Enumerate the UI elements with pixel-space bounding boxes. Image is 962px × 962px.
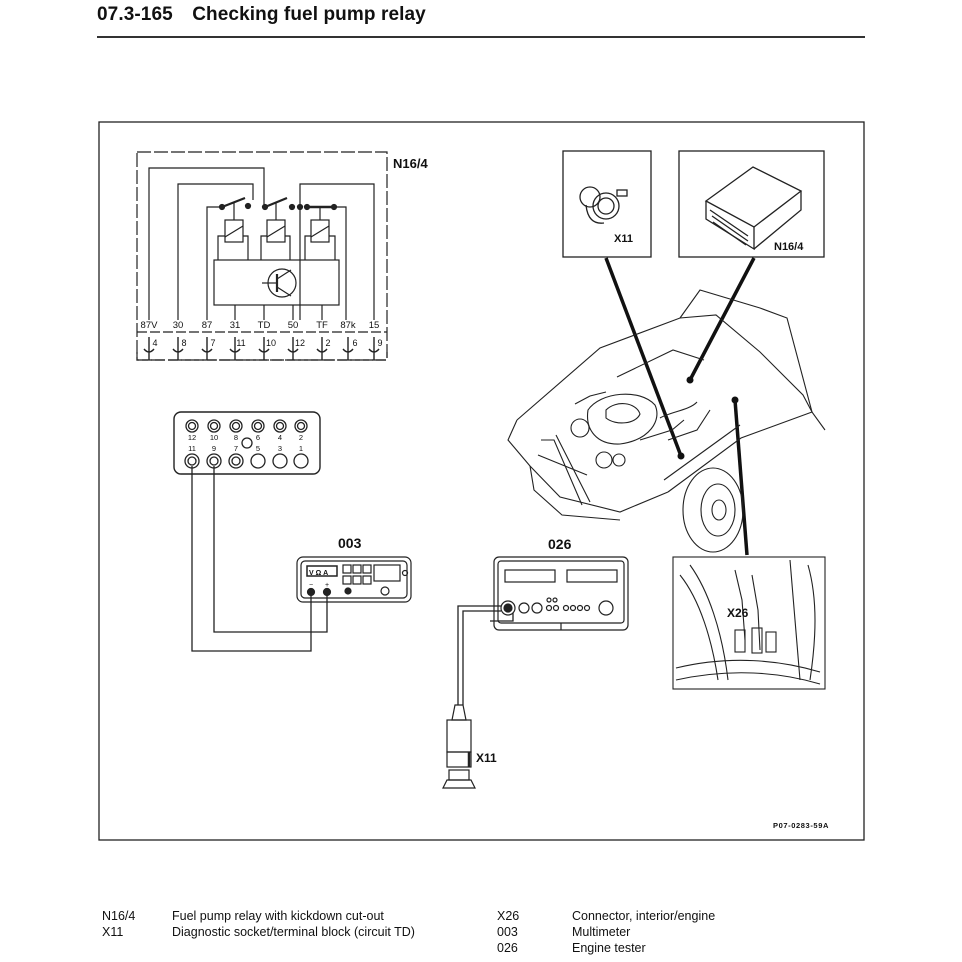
legend-code: X26 — [497, 909, 520, 923]
socket-number: 3 — [278, 444, 282, 453]
terminal-name: 87 — [202, 320, 213, 331]
socket-number: 7 — [234, 444, 238, 453]
relay-terminals: 87V 4 30 8 87 7 31 11 TD 10 50 12 TF 2 8… — [141, 320, 383, 348]
pointer-dot — [731, 396, 739, 404]
socket-number: 10 — [210, 433, 218, 442]
terminal-name: TF — [316, 320, 328, 331]
legend-item: N16/4 Fuel pump relay with kickdown cut-… — [102, 908, 415, 924]
relay-terminal: 50 12 — [288, 320, 305, 348]
relay-terminal: 87 7 — [202, 320, 216, 348]
engine-tester-label: 026 — [548, 536, 572, 552]
terminal-name: 87V — [141, 320, 159, 331]
x11-plug — [442, 704, 476, 789]
relay-terminal: 87V 4 — [141, 320, 159, 348]
figure-frame — [98, 121, 865, 841]
terminal-pin: 11 — [236, 338, 245, 348]
plug-label: X11 — [476, 751, 497, 765]
legend-description: Connector, interior/engine — [572, 909, 716, 923]
relay-terminal: 87k 6 — [340, 320, 357, 348]
legend-item: X11 Diagnostic socket/terminal block (ci… — [102, 924, 415, 940]
socket-number: 2 — [299, 433, 303, 442]
terminal-name: 31 — [230, 320, 241, 331]
page-title: Checking fuel pump relay — [192, 4, 426, 25]
terminal-pin: 9 — [377, 338, 382, 348]
section-number: 07.3-165 — [97, 4, 173, 25]
legend-right: X26 Connector, interior/engine 003 Multi… — [497, 908, 715, 956]
relay-terminal: TF 2 — [316, 320, 330, 348]
terminal-pin: 4 — [152, 338, 157, 348]
legend-description: Multimeter — [572, 925, 631, 939]
socket-number: 9 — [212, 444, 216, 453]
legend-item: 026 Engine tester — [497, 940, 715, 956]
relay-terminal: 30 8 — [173, 320, 187, 348]
relay-terminal: TD 10 — [258, 320, 276, 348]
relay-pin-symbols — [143, 337, 380, 360]
page-header: 07.3-165 Checking fuel pump relay — [97, 4, 426, 26]
terminal-name: 50 — [288, 320, 299, 331]
legend-code: 003 — [497, 925, 518, 939]
engine-tester — [493, 556, 629, 631]
socket-number: 4 — [278, 433, 282, 442]
relay-label: N16/4 — [393, 156, 428, 171]
terminal-name: 15 — [369, 320, 380, 331]
header-divider — [97, 36, 865, 38]
pointer-lines — [604, 257, 756, 556]
terminal-pin: 12 — [295, 338, 305, 348]
relay-terminal: 31 11 — [230, 320, 246, 348]
pointer-dot — [677, 452, 685, 460]
inset-x26 — [672, 556, 826, 690]
legend-left: N16/4 Fuel pump relay with kickdown cut-… — [102, 908, 415, 940]
socket-number: 12 — [188, 433, 196, 442]
legend-code: X11 — [102, 925, 124, 939]
socket-number: 11 — [188, 444, 196, 453]
test-leads — [191, 466, 328, 652]
diagnostic-cable — [457, 605, 514, 705]
socket-number: 1 — [299, 444, 303, 453]
socket-number: 6 — [256, 433, 260, 442]
terminal-pin: 8 — [181, 338, 186, 348]
inset-x26-label: X26 — [727, 606, 749, 620]
legend-description: Fuel pump relay with kickdown cut-out — [172, 909, 384, 923]
terminal-name: 87k — [340, 320, 356, 331]
terminal-block: 12 10 8 6 4 2 11 9 7 5 3 1 — [173, 411, 321, 475]
multimeter — [296, 556, 412, 603]
multimeter-minus: − — [309, 582, 313, 589]
legend-description: Engine tester — [572, 941, 646, 955]
terminal-pin: 2 — [325, 338, 330, 348]
multimeter-plus: + — [325, 582, 329, 589]
socket-number: 5 — [256, 444, 260, 453]
inset-x11 — [562, 150, 652, 258]
terminal-pin: 7 — [210, 338, 215, 348]
terminal-pin: 6 — [352, 338, 357, 348]
legend-item: 003 Multimeter — [497, 924, 715, 940]
terminal-pin: 10 — [266, 338, 276, 348]
relay-terminal: 15 9 — [369, 320, 383, 348]
figure-code: P07-0283-59A — [773, 821, 829, 830]
multimeter-display: V Ω A — [309, 570, 328, 577]
terminal-name: 30 — [173, 320, 184, 331]
inset-n164-label: N16/4 — [774, 241, 804, 253]
car-illustration — [507, 289, 826, 553]
legend-code: 026 — [497, 941, 518, 955]
inset-n164 — [678, 150, 825, 258]
multimeter-label: 003 — [338, 535, 362, 551]
legend-description: Diagnostic socket/terminal block (circui… — [172, 925, 415, 939]
socket-number: 8 — [234, 433, 238, 442]
legend-item: X26 Connector, interior/engine — [497, 908, 715, 924]
legend-code: N16/4 — [102, 909, 136, 923]
terminal-name: TD — [258, 320, 271, 331]
relay-schematic — [136, 151, 388, 361]
pointer-dot — [686, 376, 694, 384]
inset-x11-label: X11 — [614, 233, 633, 245]
